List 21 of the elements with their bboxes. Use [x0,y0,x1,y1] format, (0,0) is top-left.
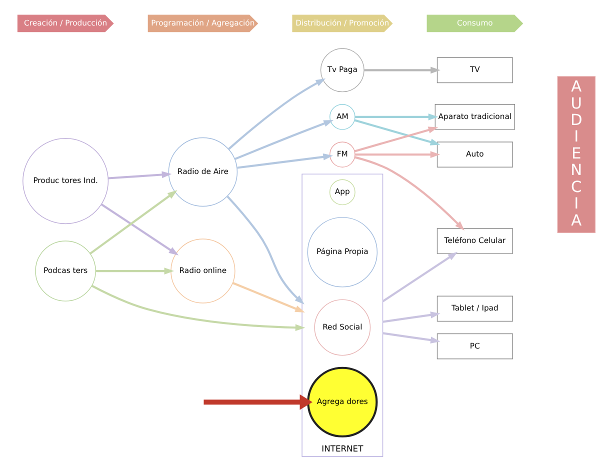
arrow [204,394,312,410]
arrow [382,332,440,344]
arrow [354,113,438,120]
arrow [382,312,440,323]
arrow [364,66,440,74]
arrow [382,252,458,302]
arrow [354,119,440,146]
arrow [91,284,306,332]
arrow [354,156,465,231]
arrow [237,153,333,169]
arrow [100,203,179,256]
arrow [354,151,440,158]
arrow [226,196,304,304]
arrow [228,78,326,150]
arrow [96,268,174,274]
arrow [234,120,334,160]
arrow [90,190,178,254]
arrow [108,171,172,180]
node-box: A U D I E N C I A [557,76,596,234]
arrow [232,282,305,312]
arrow [354,126,438,152]
